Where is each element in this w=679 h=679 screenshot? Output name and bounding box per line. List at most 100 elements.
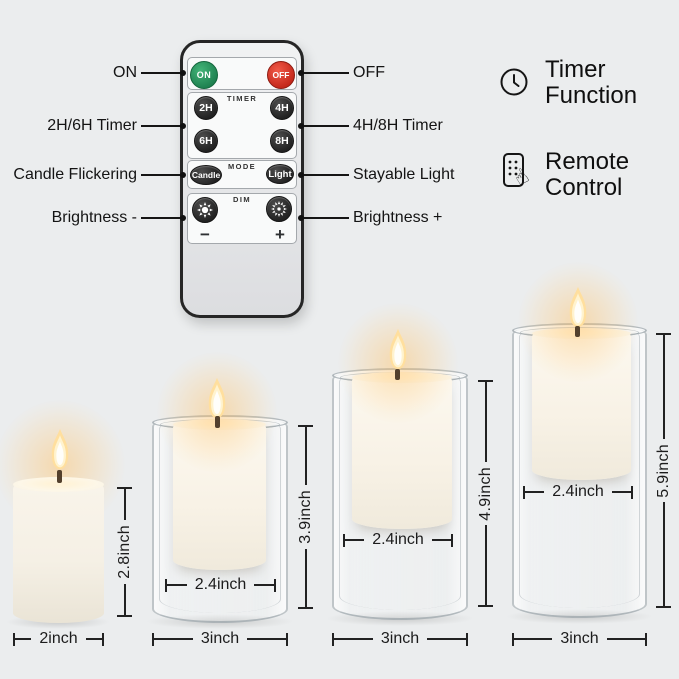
- dimension-cap: [656, 333, 671, 335]
- flame-icon: [51, 428, 69, 470]
- glass-holder: [332, 368, 468, 620]
- dimension-line: [167, 584, 187, 586]
- on-button-label: ON: [196, 70, 212, 80]
- callout-label-on: ON: [113, 64, 137, 81]
- remote-brightness-down-button: [192, 197, 218, 223]
- width-dimension-marker: 2inch: [13, 630, 104, 647]
- feature-timer-function: Timer Function: [545, 56, 638, 109]
- flame-icon: [569, 286, 587, 328]
- callout-line: [300, 125, 349, 127]
- glass-holder: [512, 323, 647, 618]
- mode-section-label: MODE: [227, 162, 257, 171]
- dimension-line: [345, 539, 365, 541]
- dimension-line: [662, 335, 665, 439]
- inner-candle: [532, 328, 631, 480]
- remote-on-button: ON: [190, 61, 218, 89]
- dimension-line: [611, 491, 631, 493]
- width-dimension-marker: 3inch: [512, 630, 647, 647]
- dimension-line: [15, 638, 32, 640]
- height-dimension-label: 2.8inch: [115, 525, 133, 579]
- height-dimension-label: 3.9inch: [296, 490, 314, 544]
- inner-width-dimension-marker: 2.4inch: [343, 531, 453, 548]
- remote-body-glyph: [503, 153, 524, 187]
- sun-dim-icon: [197, 202, 213, 218]
- candle-top-surface: [13, 477, 104, 492]
- feature-remote-control: Remote Control: [545, 148, 630, 201]
- callout-label-brightness-minus: Brightness -: [51, 209, 137, 226]
- remote-control: ON OFF TIMER 2H 4H 6H 8H MODE Candle Lig…: [180, 40, 304, 318]
- remote-light-mode-button: Light: [266, 164, 294, 184]
- sun-bright-icon: [271, 201, 287, 217]
- 4h-label: 4H: [275, 102, 289, 114]
- wick: [215, 416, 220, 428]
- callout-line: [300, 174, 349, 176]
- dimension-cap: [343, 533, 345, 547]
- dimension-cap: [152, 632, 154, 646]
- remote-brightness-up-button: [266, 196, 292, 222]
- width-dimension-label: 3inch: [560, 630, 599, 647]
- inner-width-dimension-label: 2.4inch: [552, 483, 604, 500]
- callout-line: [141, 217, 184, 219]
- height-dimension-label: 4.9inch: [476, 466, 494, 521]
- flame-icon: [208, 377, 226, 419]
- dimension-cap: [523, 485, 525, 499]
- dimension-cap: [117, 487, 132, 489]
- dimension-line: [525, 491, 545, 493]
- callout-line: [300, 72, 349, 74]
- dimension-line: [427, 638, 466, 640]
- dimension-line: [514, 638, 553, 640]
- dimension-line: [154, 638, 193, 640]
- dimension-cap: [102, 632, 104, 646]
- callout-line: [141, 72, 184, 74]
- callout-label-brightness-plus: Brightness +: [353, 209, 443, 226]
- callout-label-candle-flickering: Candle Flickering: [13, 166, 137, 183]
- dimension-cap: [478, 380, 493, 382]
- width-dimension-label: 3inch: [200, 630, 240, 647]
- dimension-cap: [286, 632, 288, 646]
- dimension-line: [304, 427, 307, 486]
- dimension-line: [334, 638, 373, 640]
- light-mode-label: Light: [268, 168, 292, 180]
- height-dimension-label: 5.9inch: [654, 443, 672, 498]
- dimension-cap: [165, 578, 167, 592]
- wick: [57, 470, 62, 483]
- dimension-line: [662, 502, 665, 607]
- dimension-line: [431, 539, 451, 541]
- callout-dot: [298, 123, 304, 129]
- remote-hand-icon: ☝: [501, 151, 541, 195]
- candle-mode-label: Candle: [191, 170, 221, 180]
- brightness-plus-sign: +: [275, 225, 285, 244]
- width-dimension-label: 2inch: [39, 630, 78, 647]
- dimension-cap: [451, 533, 453, 547]
- dimension-line: [304, 548, 307, 608]
- height-dimension-marker: 4.9inch: [476, 380, 494, 608]
- glass-inner-wall: [159, 424, 281, 613]
- remote-6h-button: 6H: [194, 129, 218, 153]
- dimension-line: [254, 584, 274, 586]
- dimension-cap: [298, 607, 313, 610]
- dimension-line: [123, 583, 126, 616]
- 8h-label: 8H: [275, 135, 289, 147]
- off-button-label: OFF: [272, 70, 290, 80]
- width-dimension-marker: 3inch: [152, 630, 288, 647]
- brightness-minus-sign: −: [200, 225, 210, 244]
- callout-dot: [180, 70, 186, 76]
- candle-top-surface: [352, 372, 452, 383]
- callout-dot: [298, 215, 304, 221]
- inner-width-dimension-marker: 2.4inch: [165, 576, 276, 593]
- dimension-cap: [656, 606, 671, 609]
- remote-4h-button: 4H: [270, 96, 294, 120]
- callout-label-off: OFF: [353, 64, 385, 81]
- dimension-cap: [645, 632, 647, 646]
- height-dimension-marker: 3.9inch: [296, 425, 314, 610]
- callout-dot: [180, 215, 186, 221]
- dimension-line: [85, 638, 102, 640]
- dimension-cap: [512, 632, 514, 646]
- callout-label-2h6h-timer: 2H/6H Timer: [47, 117, 137, 134]
- callout-dot: [180, 123, 186, 129]
- inner-candle: [352, 372, 452, 529]
- callout-line: [141, 174, 184, 176]
- dimension-cap: [466, 632, 468, 646]
- candle-top-surface: [532, 328, 631, 339]
- remote-2h-button: 2H: [194, 96, 218, 120]
